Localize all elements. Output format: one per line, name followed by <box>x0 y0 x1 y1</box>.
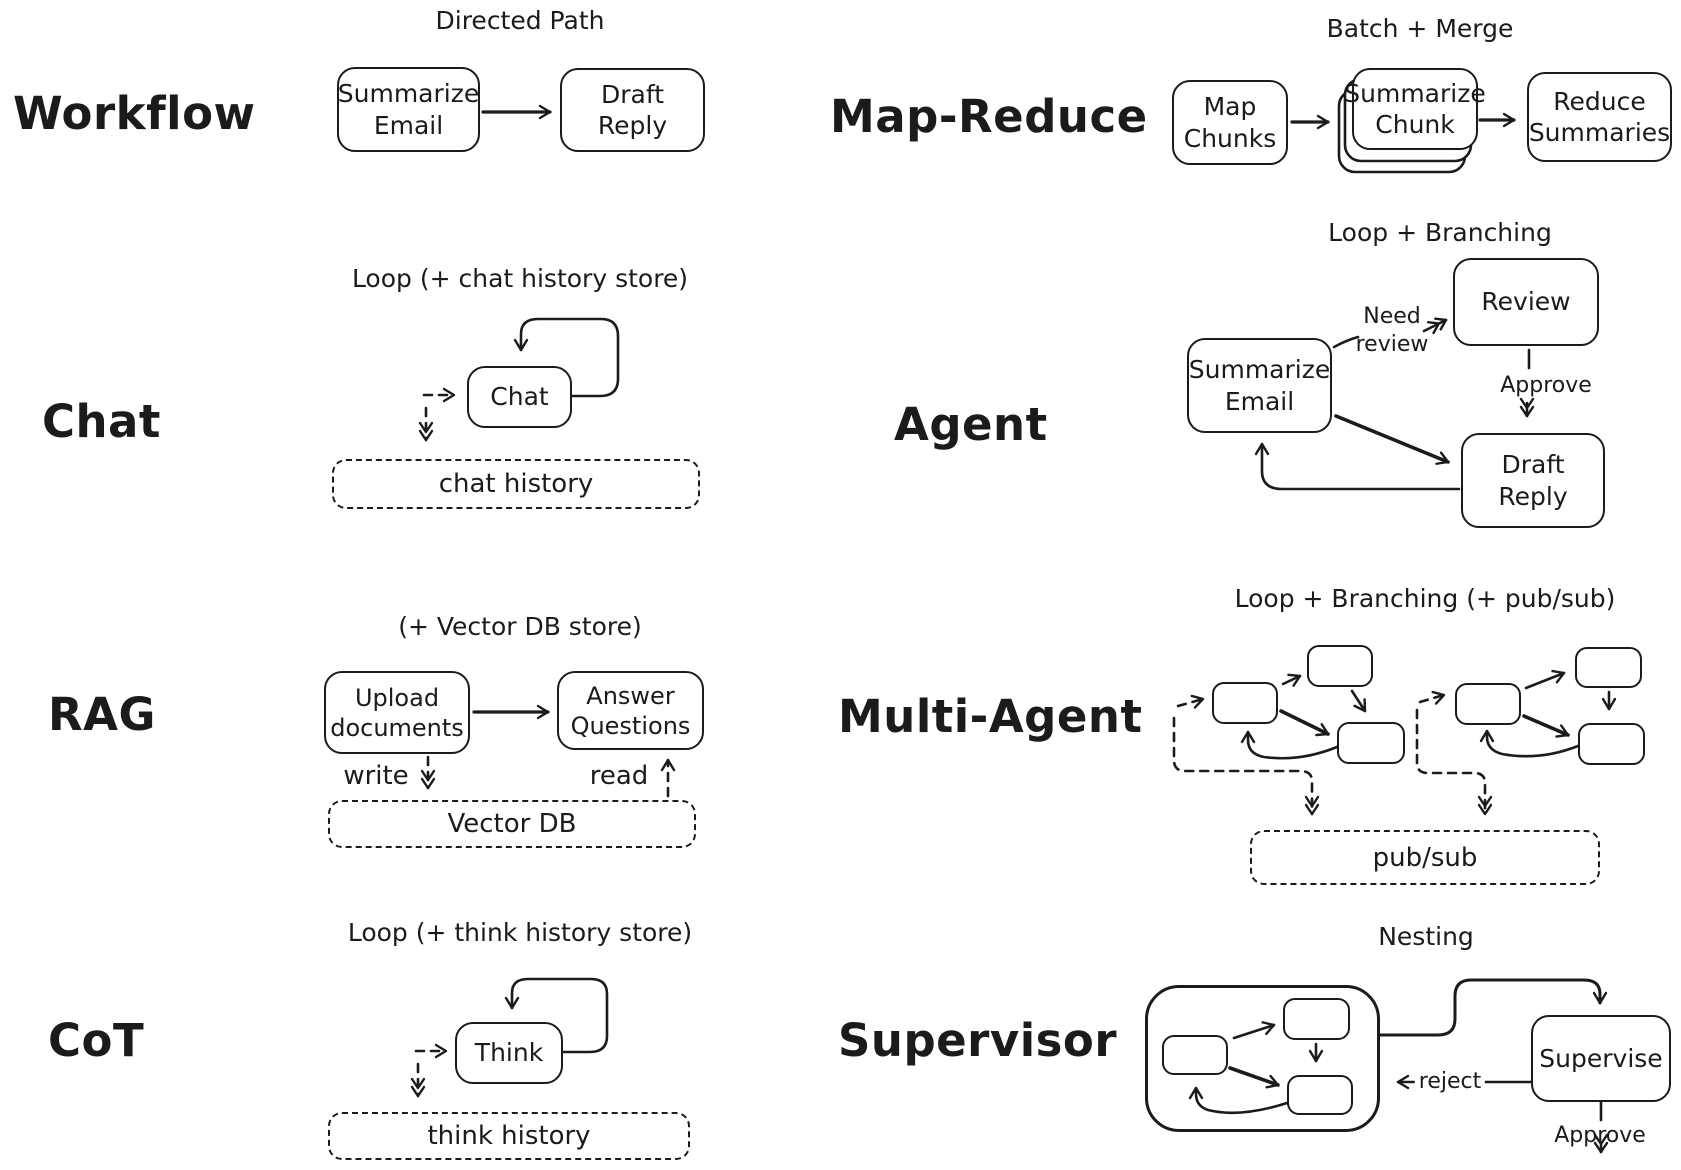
section-title-workflow: Directed Path <box>435 6 605 35</box>
node-chat: Chat <box>467 366 572 428</box>
supervisor-nested-container <box>1145 985 1380 1132</box>
section-title-agent: Loop + Branching <box>1328 218 1552 247</box>
supervisor-inner-top-box <box>1283 998 1350 1040</box>
node-answer-questions: Answer Questions <box>557 671 704 750</box>
section-label-map-reduce: Map-Reduce <box>830 90 1148 143</box>
section-label-supervisor: Supervisor <box>838 1014 1118 1067</box>
cluster-a-entry-arrow <box>1176 694 1205 709</box>
node-think: Think <box>455 1022 563 1084</box>
edge-label-approve: Approve <box>1500 373 1592 398</box>
node-review: Review <box>1453 258 1599 346</box>
node-summarize-email: Summarize Email <box>337 67 480 152</box>
section-title-supervisor: Nesting <box>1378 922 1474 951</box>
section-label-workflow: Workflow <box>13 87 256 140</box>
cluster-a-bottom-box <box>1337 722 1405 764</box>
section-title-chat: Loop (+ chat history store) <box>351 264 689 293</box>
edge-label-reject: reject <box>1414 1068 1486 1096</box>
supervisor-inner-left-box <box>1162 1035 1228 1075</box>
node-summarize-chunk: Summarize Chunk <box>1344 68 1486 150</box>
cluster-b-left-to-top-arrow <box>1524 669 1566 690</box>
cluster-a-left-box <box>1212 682 1278 724</box>
cluster-b-left-box <box>1455 683 1521 725</box>
cluster-b-top-box <box>1575 647 1642 688</box>
agent-summarize-to-draft-arrow <box>1334 414 1450 465</box>
edge-label-write: write <box>343 761 409 791</box>
node-draft-reply: Draft Reply <box>560 68 705 152</box>
edge-label-need-review: Need review <box>1355 304 1429 357</box>
supervisor-inner-left-to-top-arrow <box>1232 1021 1276 1040</box>
section-title-multi-agent: Loop + Branching (+ pub/sub) <box>1234 584 1616 613</box>
supervisor-inner-left-to-bottom-arrow <box>1228 1066 1280 1089</box>
agent-need-review-arrow <box>1422 317 1448 335</box>
store-pub-sub: pub/sub <box>1250 830 1600 885</box>
cluster-a-left-to-top-arrow <box>1281 673 1302 687</box>
node-map-chunks: Map Chunks <box>1172 80 1288 165</box>
node-reduce-summaries: Reduce Summaries <box>1527 72 1672 162</box>
cluster-a-pubsub-arrow <box>1172 716 1320 816</box>
cot-loop-arrow <box>504 977 609 1054</box>
store-vector-db: Vector DB <box>328 800 696 848</box>
cluster-b-entry-arrow <box>1418 690 1446 705</box>
chat-loop-arrow <box>513 317 620 398</box>
store-chat-history: chat history <box>332 459 700 509</box>
node-upload-documents: Upload documents <box>324 671 470 754</box>
section-title-cot: Loop (+ think history store) <box>347 918 693 947</box>
supervisor-inner-return-arrow <box>1188 1086 1289 1115</box>
section-label-multi-agent: Multi-Agent <box>838 690 1143 743</box>
section-label-agent: Agent <box>894 398 1048 451</box>
agent-draft-to-summarize-arrow <box>1254 442 1461 491</box>
cluster-b-return-arrow <box>1479 729 1580 758</box>
edge-label-read: read <box>589 761 649 791</box>
section-label-cot: CoT <box>48 1014 145 1067</box>
section-label-chat: Chat <box>42 395 161 448</box>
agent-need-review-tick <box>1332 335 1360 349</box>
node-agent-draft-reply: Draft Reply <box>1461 433 1605 528</box>
cluster-a-return-arrow <box>1240 730 1339 760</box>
cluster-a-top-to-bottom-arrow <box>1350 689 1367 713</box>
cluster-a-top-box <box>1307 645 1373 687</box>
section-title-rag: (+ Vector DB store) <box>398 612 642 641</box>
container-to-supervise-arrow <box>1378 978 1608 1037</box>
cluster-a-left-to-bottom-arrow <box>1279 709 1330 737</box>
section-title-map-reduce: Batch + Merge <box>1326 14 1514 43</box>
store-think-history: think history <box>328 1112 690 1160</box>
cluster-b-left-to-bottom-arrow <box>1522 714 1570 738</box>
cluster-b-bottom-box <box>1578 723 1645 765</box>
section-label-rag: RAG <box>48 688 156 741</box>
node-supervise: Supervise <box>1531 1015 1671 1102</box>
edge-label-supervise-approve: Approve <box>1554 1123 1646 1148</box>
supervisor-inner-bottom-box <box>1287 1075 1353 1115</box>
cluster-b-pubsub-arrow <box>1415 708 1493 816</box>
node-agent-summarize-email: Summarize Email <box>1187 338 1332 433</box>
